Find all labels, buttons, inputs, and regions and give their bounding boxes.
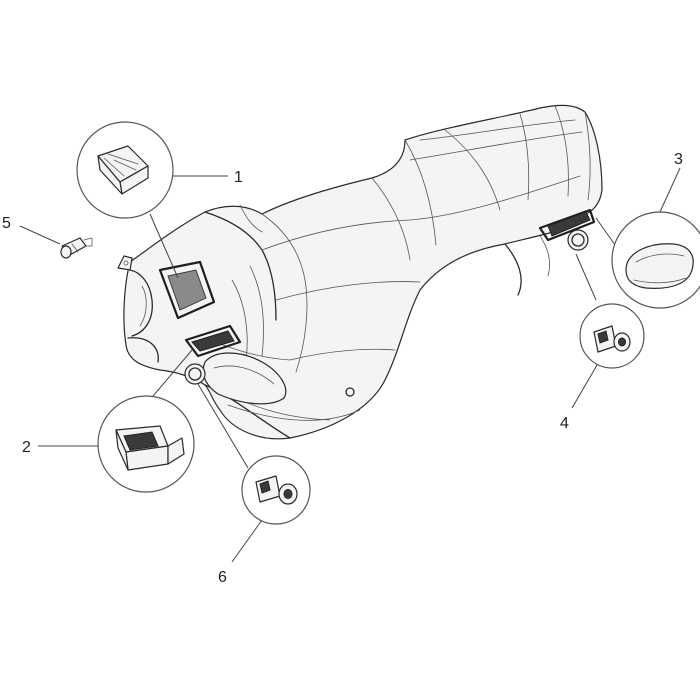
handlebar-cover (117, 104, 603, 440)
label-4: 4 (560, 415, 569, 432)
cover-switch-recess-1 (158, 260, 216, 320)
callout-4 (571, 253, 645, 409)
label-6: 6 (218, 569, 227, 586)
label-3: 3 (674, 151, 683, 168)
label-2: 2 (22, 439, 31, 456)
label-1: 1 (234, 169, 243, 186)
callout-5 (19, 225, 93, 259)
label-5: 5 (2, 215, 11, 232)
callout-3 (595, 167, 700, 309)
callout-6 (197, 383, 311, 563)
cover-switch-recess-3 (538, 208, 596, 242)
cover-socket-right (567, 229, 589, 251)
cover-switch-recess-2 (184, 324, 242, 358)
callout-2 (38, 349, 195, 493)
callout-1 (76, 121, 228, 279)
cover-socket-left (184, 363, 206, 385)
